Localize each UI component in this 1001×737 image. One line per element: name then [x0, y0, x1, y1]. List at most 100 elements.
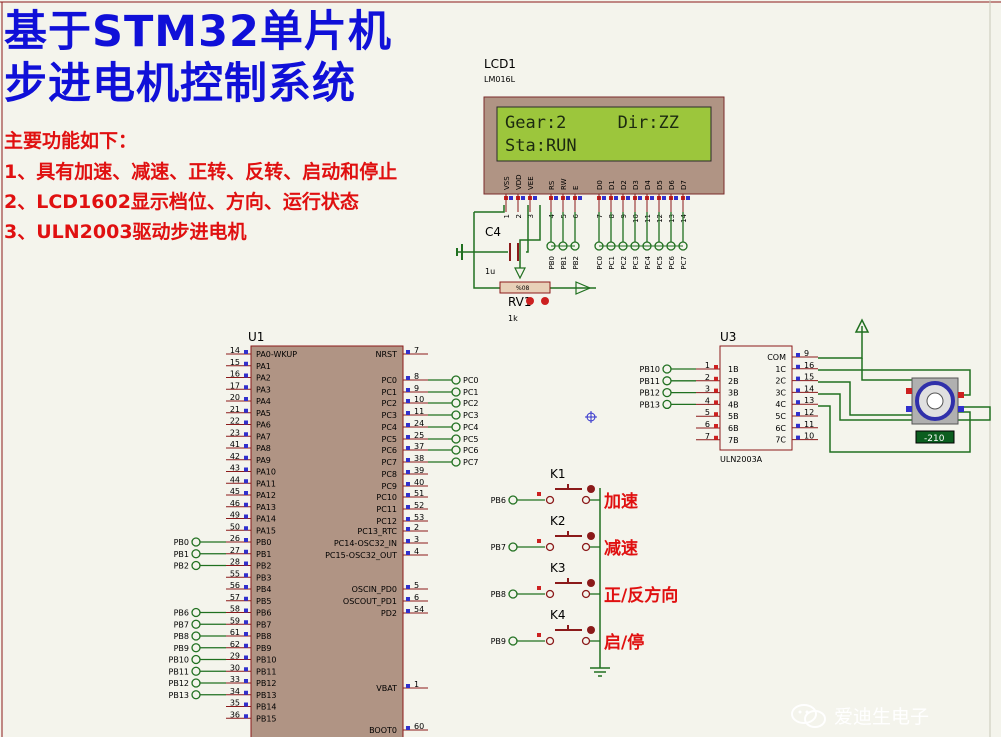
- pin-marker: [626, 196, 630, 200]
- probe-dot: [587, 485, 595, 493]
- pin-marker: [796, 388, 800, 393]
- pin-marker: [244, 514, 248, 519]
- pin-marker: [714, 424, 718, 428]
- mcu-pin-number: 21: [230, 405, 240, 414]
- net-terminal: [662, 376, 672, 386]
- net-terminal: [191, 678, 201, 688]
- mcu-pin-name: PB15: [256, 714, 277, 723]
- mcu-pin-name: PA13: [256, 503, 276, 512]
- pin-marker: [406, 597, 410, 601]
- wire: [818, 381, 912, 416]
- pin-marker: [406, 435, 410, 439]
- mcu-pin-name: PC7: [382, 458, 398, 467]
- net-terminal: [451, 375, 461, 385]
- lcd-pin-name: VDD: [515, 174, 523, 190]
- mcu-pin-name: PC6: [382, 446, 398, 455]
- button-ref: K3: [550, 561, 566, 575]
- pin-marker: [796, 376, 800, 381]
- feature-item-1: 1、具有加速、减速、正转、反转、启动和停止: [4, 161, 398, 183]
- pin-marker: [406, 684, 410, 688]
- features-heading: 主要功能如下：: [4, 130, 138, 152]
- pin-marker: [796, 400, 800, 405]
- lcd-pin-number: 3: [527, 214, 535, 218]
- lcd-pin-number: 9: [620, 214, 628, 218]
- pin-marker: [796, 353, 800, 357]
- wechat-icon: [790, 703, 828, 729]
- pin-marker: [244, 643, 248, 648]
- pin-marker: [244, 455, 248, 460]
- lcd-pins: VSS1VDD2VEE3RS4PB0RW5PB1E6PB2D07PC0D18PC…: [503, 174, 690, 270]
- mcu-pin-name: PB3: [256, 573, 271, 582]
- net-label: PB0: [174, 538, 189, 547]
- pin-marker: [958, 392, 964, 398]
- switch-contact: [581, 542, 591, 552]
- mcu-pin-number: 16: [230, 370, 240, 379]
- mcu-pin-name: PB1: [256, 550, 271, 559]
- mcu-pin-number: 46: [230, 499, 240, 508]
- driver-pin-number: 4: [705, 396, 710, 405]
- driver-pin-name: 7C: [775, 436, 786, 445]
- switch-contact: [545, 542, 555, 552]
- wire: [474, 205, 505, 213]
- pin-marker: [406, 551, 410, 555]
- net-terminal: [191, 631, 201, 641]
- pin-marker: [244, 573, 248, 578]
- lcd-pin-number: 11: [644, 214, 652, 223]
- pin-marker: [714, 388, 718, 393]
- pin-marker: [406, 376, 410, 380]
- lcd-pin-name: D7: [680, 180, 688, 190]
- stepper-motor[interactable]: -210: [818, 318, 991, 453]
- driver-pin-name: 1C: [775, 365, 786, 374]
- net-terminal: [451, 410, 461, 420]
- mcu-pin-number: 54: [414, 605, 424, 614]
- mcu-pin-number: 35: [230, 699, 240, 708]
- pin-marker: [554, 196, 558, 200]
- mcu-pin-number: 25: [414, 431, 424, 440]
- pin-marker: [602, 196, 606, 200]
- switch-contact: [581, 495, 591, 505]
- pin-marker: [537, 492, 541, 496]
- mcu-pin-name: PC9: [382, 482, 398, 491]
- net-label: PB8: [174, 632, 189, 641]
- lcd-pin-number: 4: [548, 213, 556, 218]
- wire: [519, 205, 541, 268]
- net-label: PB7: [174, 620, 189, 629]
- lcd-ref: LCD1: [484, 57, 516, 71]
- driver-pin-name: 5B: [728, 412, 739, 421]
- contrast-circuit: C4 1u %08 RV1 1k: [456, 205, 596, 323]
- driver-ref: U3: [720, 330, 736, 344]
- lcd-pin-number: 14: [680, 213, 688, 222]
- net-label: PB9: [174, 644, 189, 653]
- net-label: PC1: [463, 388, 479, 397]
- pin-marker: [244, 714, 248, 719]
- lcd-pin-name: D5: [656, 180, 664, 190]
- pin-marker: [406, 493, 410, 497]
- mcu-pin-number: 53: [414, 513, 424, 522]
- mcu-pin-number: 7: [414, 346, 419, 355]
- pin-marker: [406, 517, 410, 521]
- pin-marker: [796, 423, 800, 428]
- pin-marker: [614, 196, 618, 200]
- net-label: PC4: [463, 423, 479, 432]
- net-terminal: [451, 387, 461, 397]
- net-label: PC5: [463, 435, 479, 444]
- lcd-pin-name: RW: [560, 178, 568, 190]
- lcd-pin-name: VSS: [503, 176, 511, 190]
- driver-pin-name: 4B: [728, 400, 739, 409]
- mcu-pin-number: 11: [414, 407, 424, 416]
- net-label: PB10: [640, 365, 661, 374]
- motor-shaft: [926, 392, 944, 410]
- lcd-pin-number: 12: [656, 214, 664, 223]
- pin-marker: [406, 609, 410, 613]
- lcd-pin-number: 6: [572, 213, 580, 218]
- mcu-pin-name: PC8: [382, 470, 398, 479]
- net-terminal: [191, 537, 201, 547]
- switch-contact: [581, 636, 591, 646]
- mcu-pin-number: 10: [414, 395, 424, 404]
- mcu-pin-name: PA3: [256, 385, 271, 394]
- wiper-arrow: [514, 267, 526, 280]
- lcd-module[interactable]: LCD1 LM016L Gear:2 Dir:ZZ Sta:RUN VSS1VD…: [483, 57, 725, 270]
